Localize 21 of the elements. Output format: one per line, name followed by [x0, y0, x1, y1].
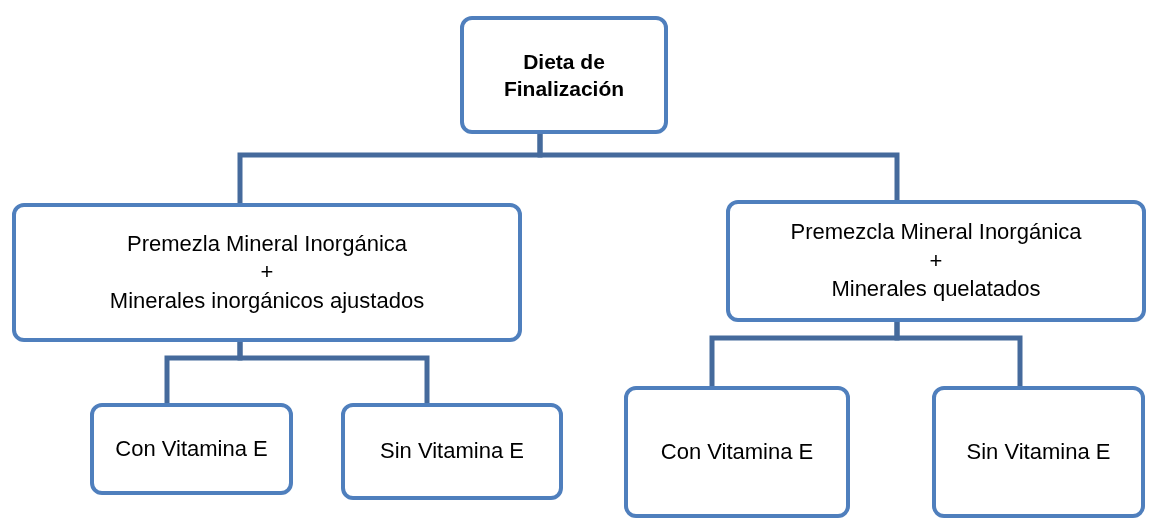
tree-box [932, 386, 1145, 518]
box-text: Sin Vitamina E [966, 437, 1111, 466]
box-text: Premezcla Mineral Inorgánica [790, 218, 1082, 247]
tree-box [726, 200, 1146, 322]
tree-box [624, 386, 850, 518]
box-text: Sin Vitamina E [380, 437, 524, 466]
box-text: Minerales inorgánicos ajustados [109, 286, 425, 315]
box-text: + [929, 246, 943, 275]
connector-line [537, 134, 900, 200]
tree-box [341, 403, 563, 500]
connector-line [894, 322, 1023, 386]
box-text: + [260, 258, 274, 287]
connector-line [237, 342, 430, 403]
box-text: Minerales quelatados [831, 275, 1041, 304]
box-text: Premezla Mineral Inorgánica [127, 229, 407, 258]
tree-box [90, 403, 293, 495]
tree-box [460, 16, 668, 134]
box-text: Con Vitamina E [115, 434, 268, 463]
box-text: Con Vitamina E [660, 437, 814, 466]
tree-box [12, 203, 522, 342]
box-text: Dieta de Finalización [502, 48, 626, 102]
